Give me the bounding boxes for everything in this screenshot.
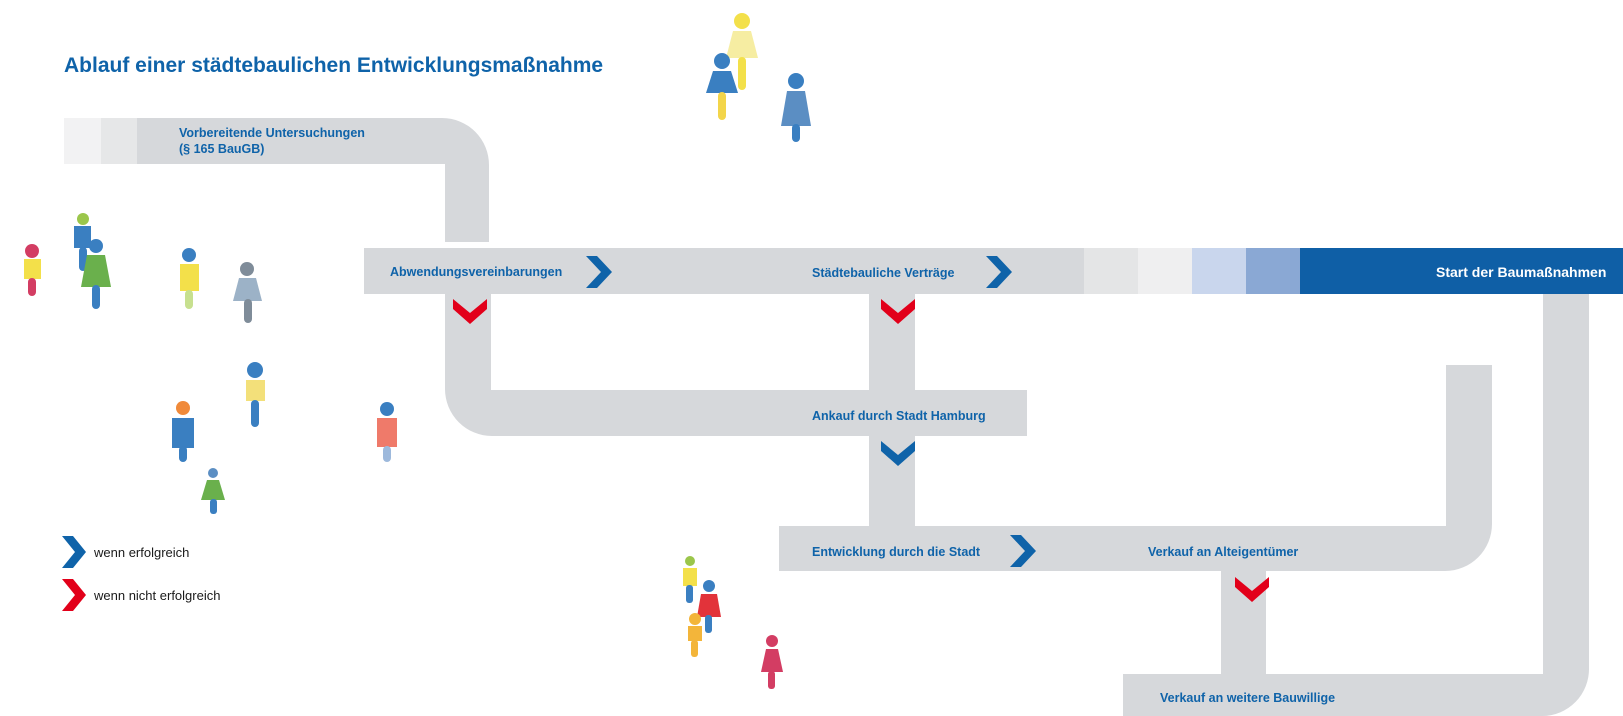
step-verkauf-alt: Verkauf an Alteigentümer (1148, 545, 1298, 559)
track (64, 118, 1623, 716)
legend-success: wenn erfolgreich (60, 536, 189, 568)
step-entwicklung: Entwicklung durch die Stadt (812, 545, 981, 559)
success-arrow-icon (62, 536, 86, 568)
step-ankauf: Ankauf durch Stadt Hamburg (812, 409, 986, 423)
step-verkauf-weitere: Verkauf an weitere Bauwillige (1160, 691, 1335, 705)
diagram-title: Ablauf einer städtebaulichen Entwicklung… (64, 54, 604, 77)
success-down-arrow-icon (881, 441, 915, 466)
people-illustration (24, 13, 811, 689)
step-start: Start der Baumaßnahmen (1436, 264, 1606, 280)
success-arrow-icon (986, 256, 1012, 288)
fail-arrow-icon (1235, 577, 1269, 602)
fail-arrow-icon (62, 579, 86, 611)
legend-success-label: wenn erfolgreich (94, 544, 190, 560)
success-arrow-icon (586, 256, 612, 288)
fail-arrow-icon (881, 299, 915, 324)
legend-fail: wenn nicht erfolgreich (60, 579, 220, 611)
step-vorbereitende-1: Vorbereitende Untersuchungen (179, 126, 365, 140)
step-abwendung: Abwendungsvereinbarungen (390, 265, 562, 279)
success-arrow-icon (1010, 535, 1036, 567)
legend-fail-label: wenn nicht erfolgreich (94, 587, 221, 603)
step-vorbereitende-2: (§ 165 BauGB) (179, 142, 264, 156)
step-vertraege: Städtebauliche Verträge (812, 266, 954, 280)
fail-arrow-icon (453, 299, 487, 324)
